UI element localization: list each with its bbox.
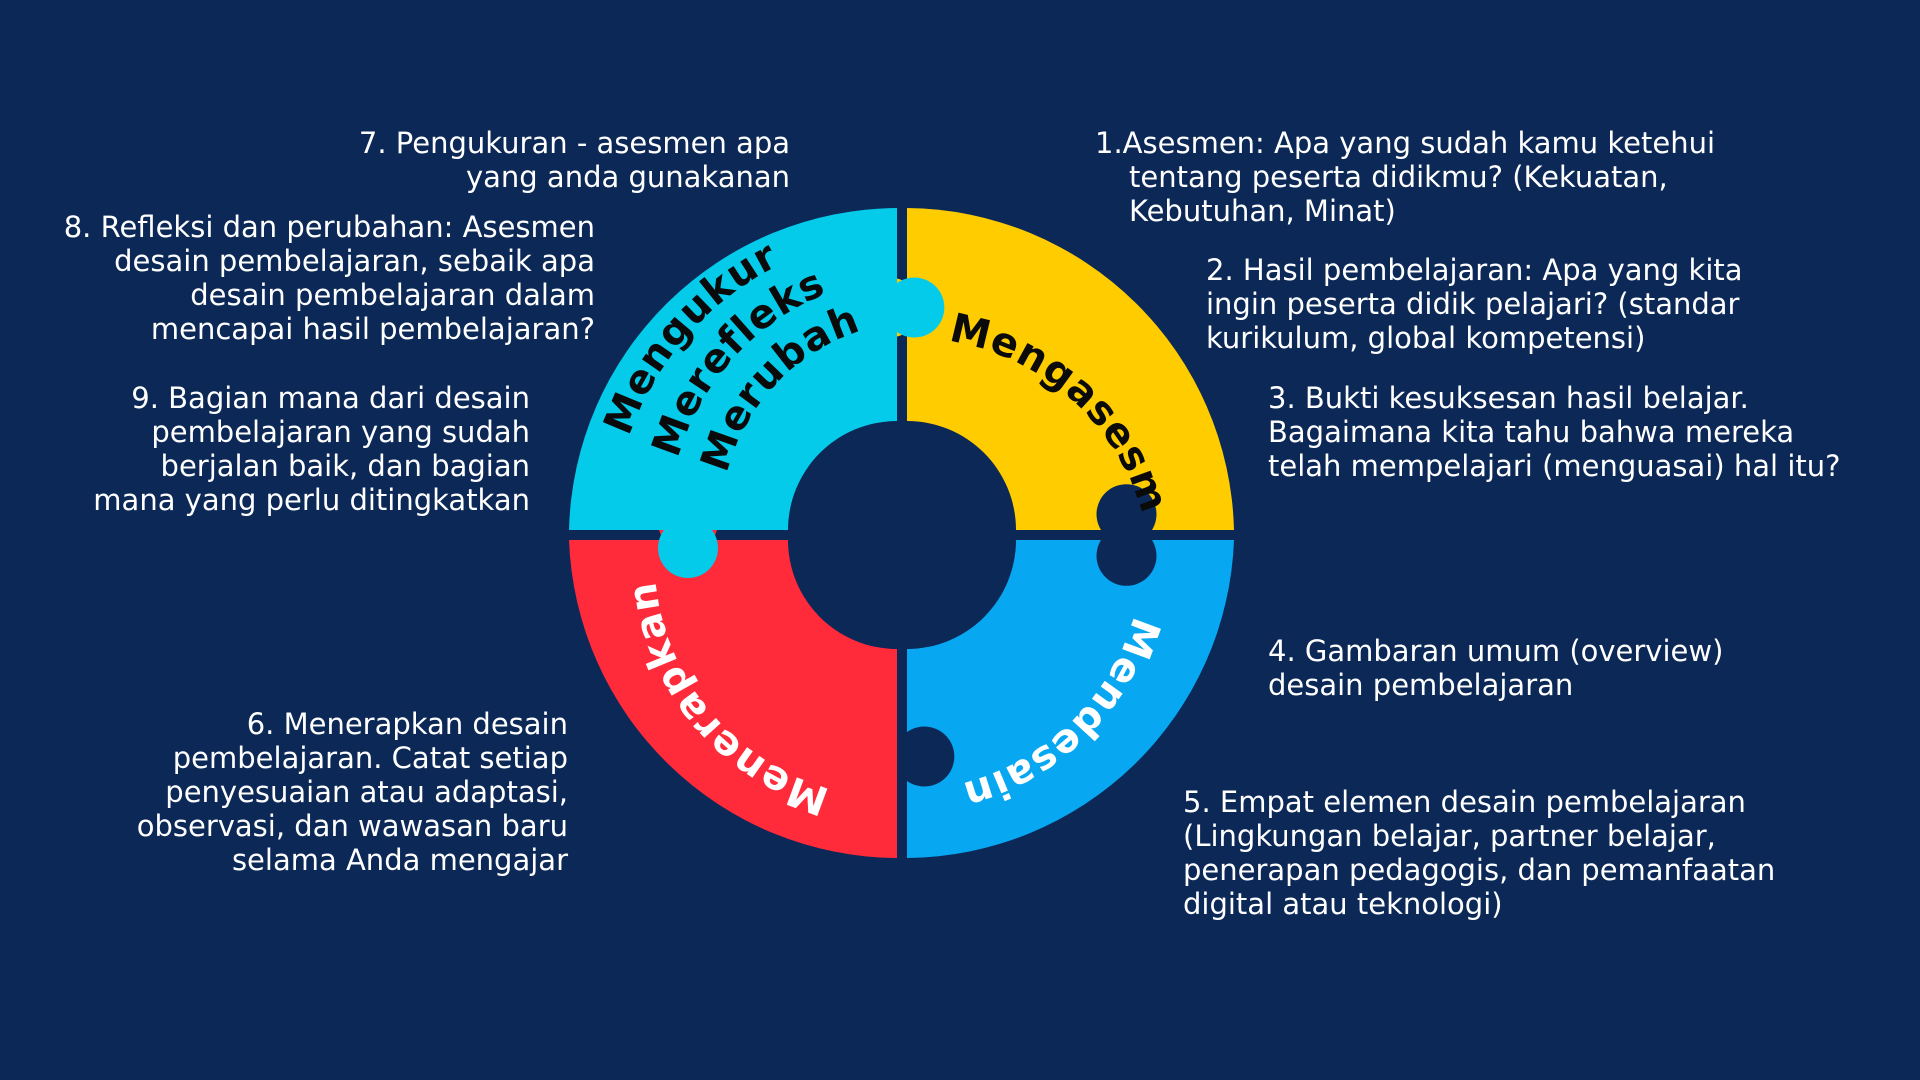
note-4-overview: 4. Gambaran umum (overview) desain pembe… xyxy=(1268,634,1724,702)
note-3-evidence: 3. Bukti kesuksesan hasil belajar. Bagai… xyxy=(1268,381,1841,483)
apply-segment xyxy=(569,492,897,858)
note-8-reflection: 8. Refleksi dan perubahan: Asesmen desai… xyxy=(63,210,595,346)
note-1-assessment: 1.Asesmen: Apa yang sudah kamu ketehui t… xyxy=(1095,126,1716,228)
note-6-implementation: 6. Menerapkan desain pembelajaran. Catat… xyxy=(136,707,568,877)
note-2-learning-outcomes: 2. Hasil pembelajaran: Apa yang kita ing… xyxy=(1206,253,1743,355)
design-segment xyxy=(907,540,1234,858)
measure-segment xyxy=(569,208,945,579)
note-9-improvement: 9. Bagian mana dari desain pembelajaran … xyxy=(93,381,530,517)
note-7-measurement: 7. Pengukuran - asesmen apa yang anda gu… xyxy=(358,126,790,194)
assess-segment xyxy=(859,208,1234,530)
note-5-four-elements: 5. Empat elemen desain pembelajaran (Lin… xyxy=(1183,785,1776,921)
